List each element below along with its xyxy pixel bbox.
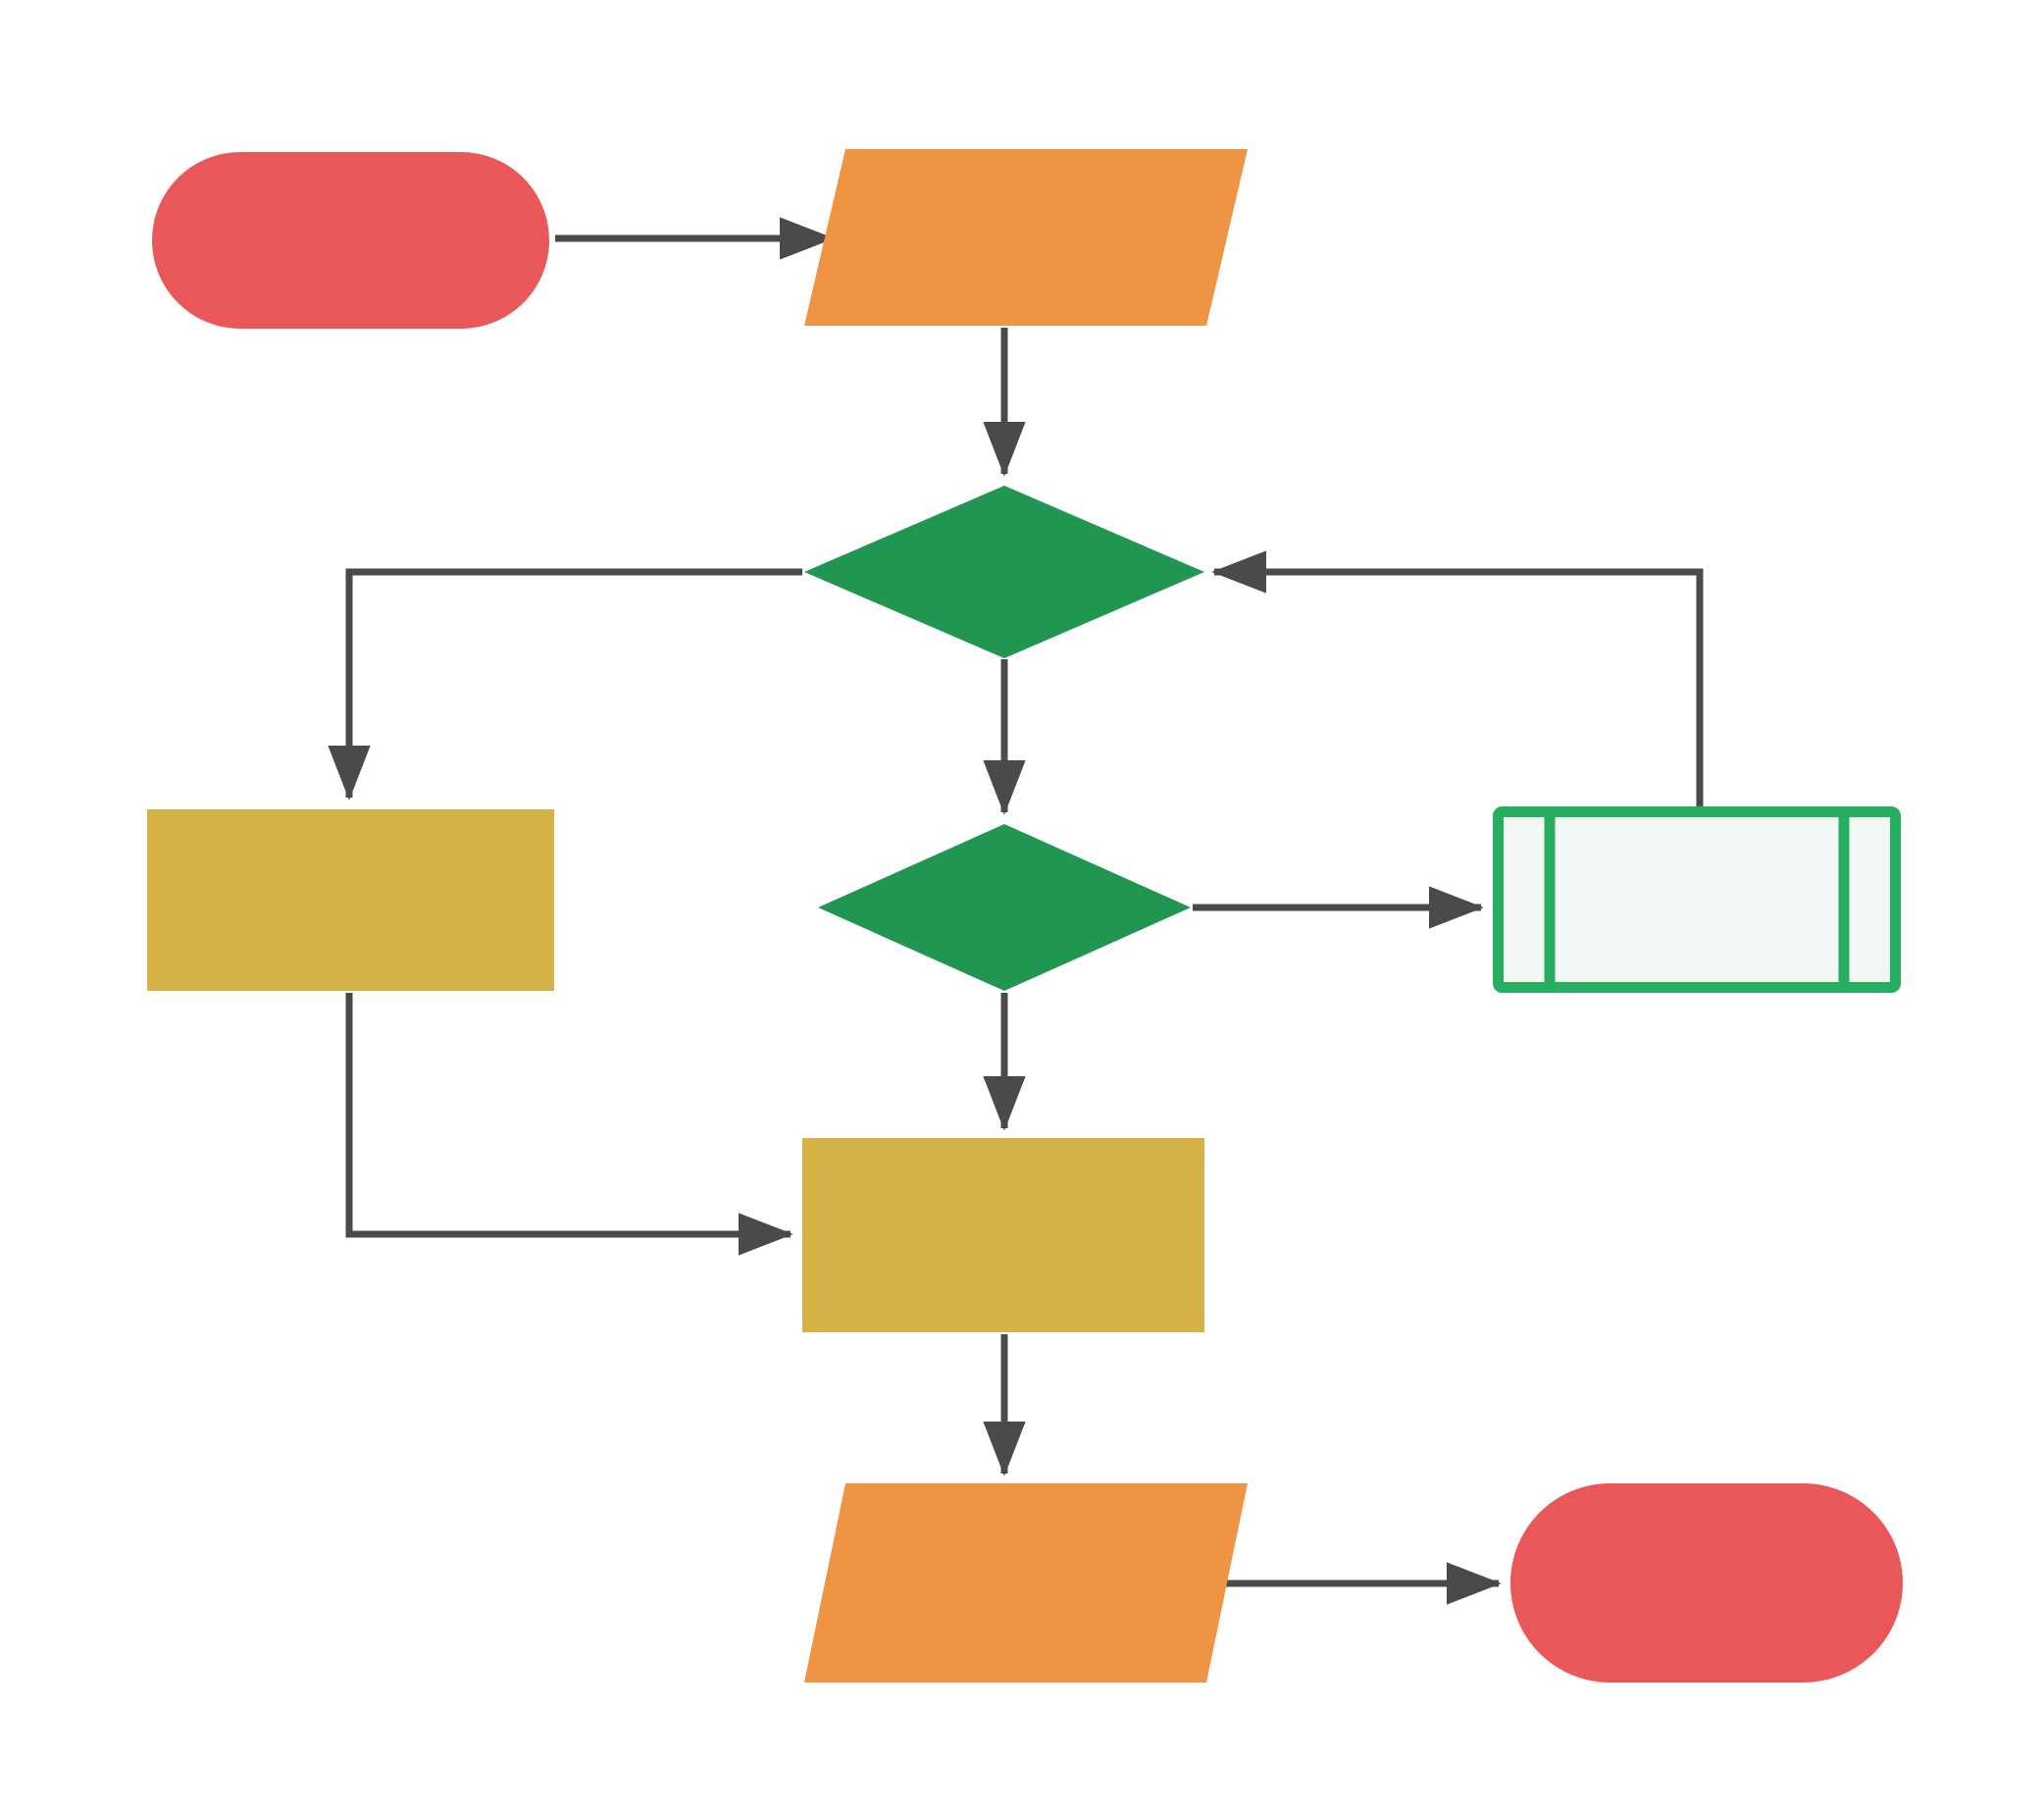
decision-two-diamond[interactable] xyxy=(818,824,1191,991)
output-io-parallelogram[interactable] xyxy=(804,1483,1248,1683)
edge-subroutine-loopback-to-decision-one[interactable] xyxy=(1211,550,1704,806)
decision-one-diamond[interactable] xyxy=(804,486,1204,658)
subroutine-predefined-process[interactable] xyxy=(1493,806,1901,993)
start-terminator[interactable] xyxy=(152,152,549,329)
process-center-rectangle[interactable] xyxy=(802,1138,1204,1332)
edge-layer xyxy=(328,217,1704,1605)
process-left-rectangle[interactable] xyxy=(147,809,554,991)
edge-process-left-to-process-center[interactable] xyxy=(345,993,793,1256)
input-io-parallelogram[interactable] xyxy=(804,149,1248,326)
edge-decision-one-to-process-left[interactable] xyxy=(328,568,802,801)
node-layer xyxy=(147,149,1903,1683)
end-terminator[interactable] xyxy=(1510,1483,1903,1683)
